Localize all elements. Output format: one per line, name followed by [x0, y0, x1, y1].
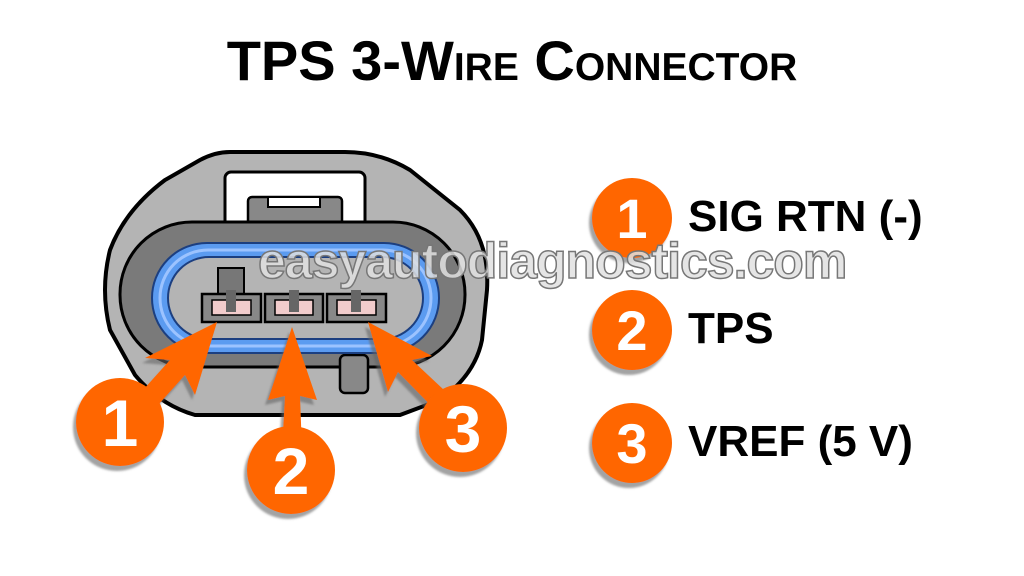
- callout-number-3: 3: [445, 392, 482, 466]
- legend-number-3: 3: [616, 412, 647, 475]
- legend-badge-1: [592, 178, 672, 258]
- legend-badge-3: [592, 403, 672, 483]
- diagram-title: TPS 3-Wire Connector: [226, 29, 798, 92]
- callout-badge-3: [419, 384, 507, 472]
- legend-label-3: VREF (5 V): [688, 417, 913, 466]
- terminal-cavities: [200, 290, 388, 324]
- callout-badge-2: [247, 426, 335, 514]
- callout-number-2: 2: [273, 434, 310, 508]
- watermark: easyautodiagnostics.com: [257, 232, 848, 290]
- legend-number-2: 2: [616, 299, 647, 362]
- callout-badge-1: [76, 378, 164, 466]
- legend-label-2: TPS: [688, 304, 774, 353]
- legend-badge-2: [592, 290, 672, 370]
- legend-label-1: SIG RTN (-): [688, 192, 923, 241]
- arrow-pin-2: [268, 327, 317, 450]
- legend-number-1: 1: [616, 187, 647, 250]
- callout-number-1: 1: [102, 386, 139, 460]
